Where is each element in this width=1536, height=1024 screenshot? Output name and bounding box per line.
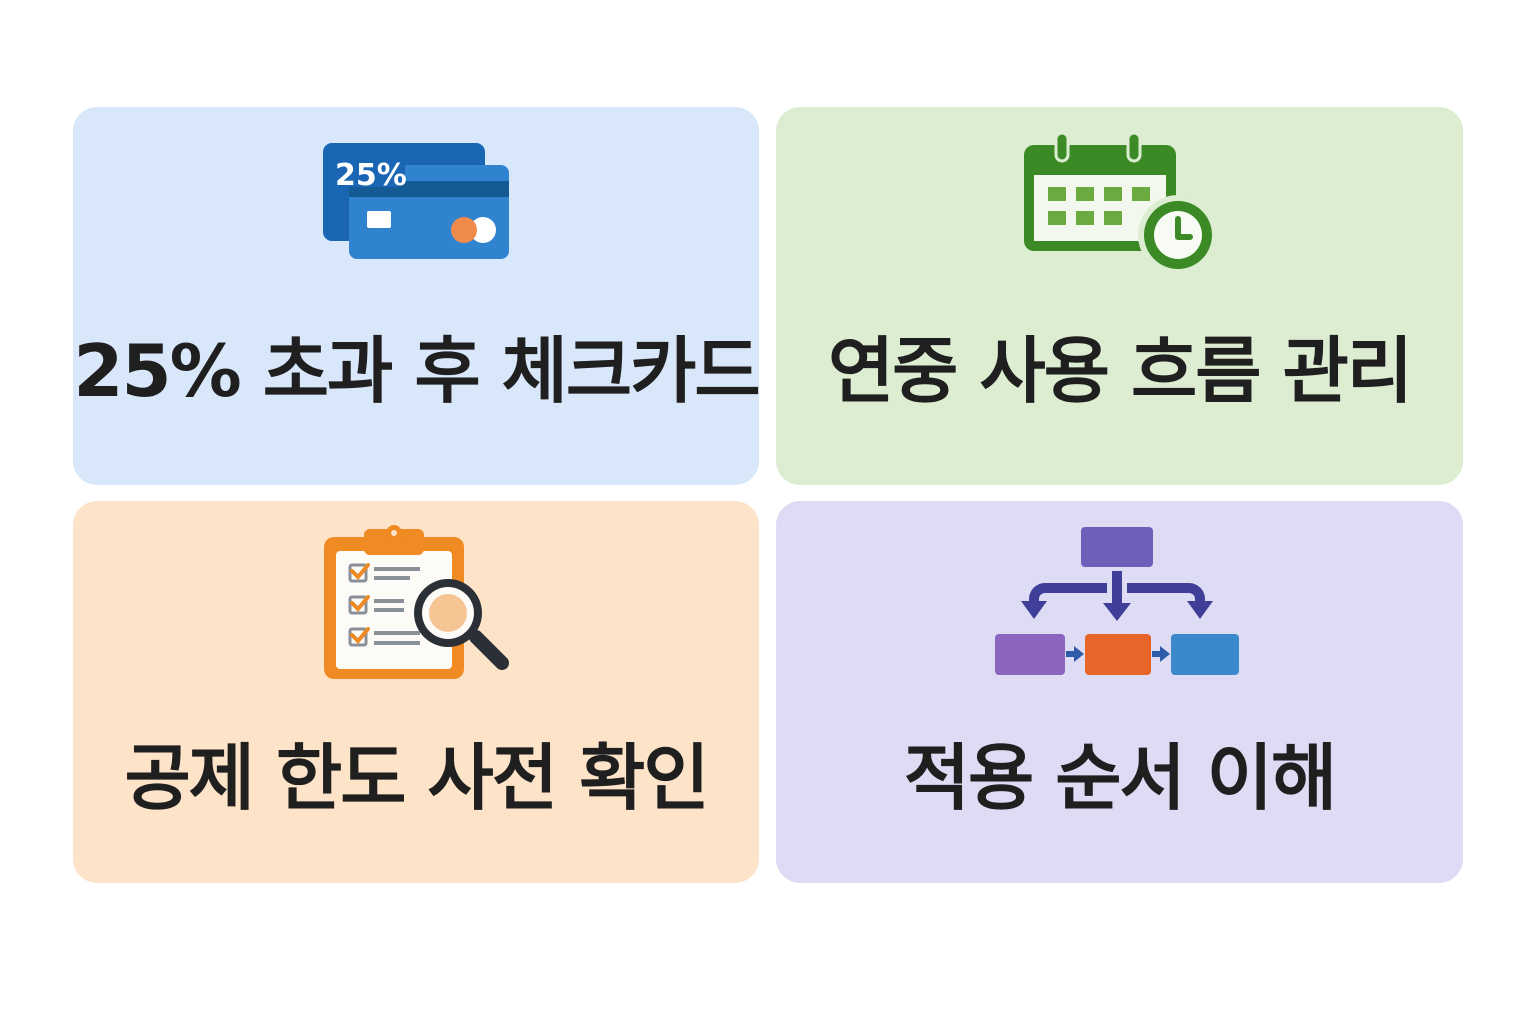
calendar-clock-icon	[1020, 131, 1220, 279]
card-title: 적용 순서 이해	[903, 736, 1338, 820]
flowchart-icon	[994, 523, 1245, 679]
card-annual-usage: 연중 사용 흐름 관리	[776, 107, 1463, 485]
card-check-card: 25% 25% 초과 후 체크카드	[73, 107, 761, 485]
card-title: 공제 한도 사전 확인	[124, 736, 709, 820]
svg-text:25%: 25%	[335, 158, 407, 193]
credit-card-icon: 25%	[321, 141, 511, 265]
clipboard-magnifier-icon	[316, 519, 516, 688]
card-deduction-limit: 공제 한도 사전 확인	[73, 501, 759, 883]
card-apply-order: 적용 순서 이해	[776, 501, 1463, 883]
card-title: 연중 사용 흐름 관리	[827, 329, 1413, 413]
card-title: 25% 초과 후 체크카드	[73, 329, 760, 413]
